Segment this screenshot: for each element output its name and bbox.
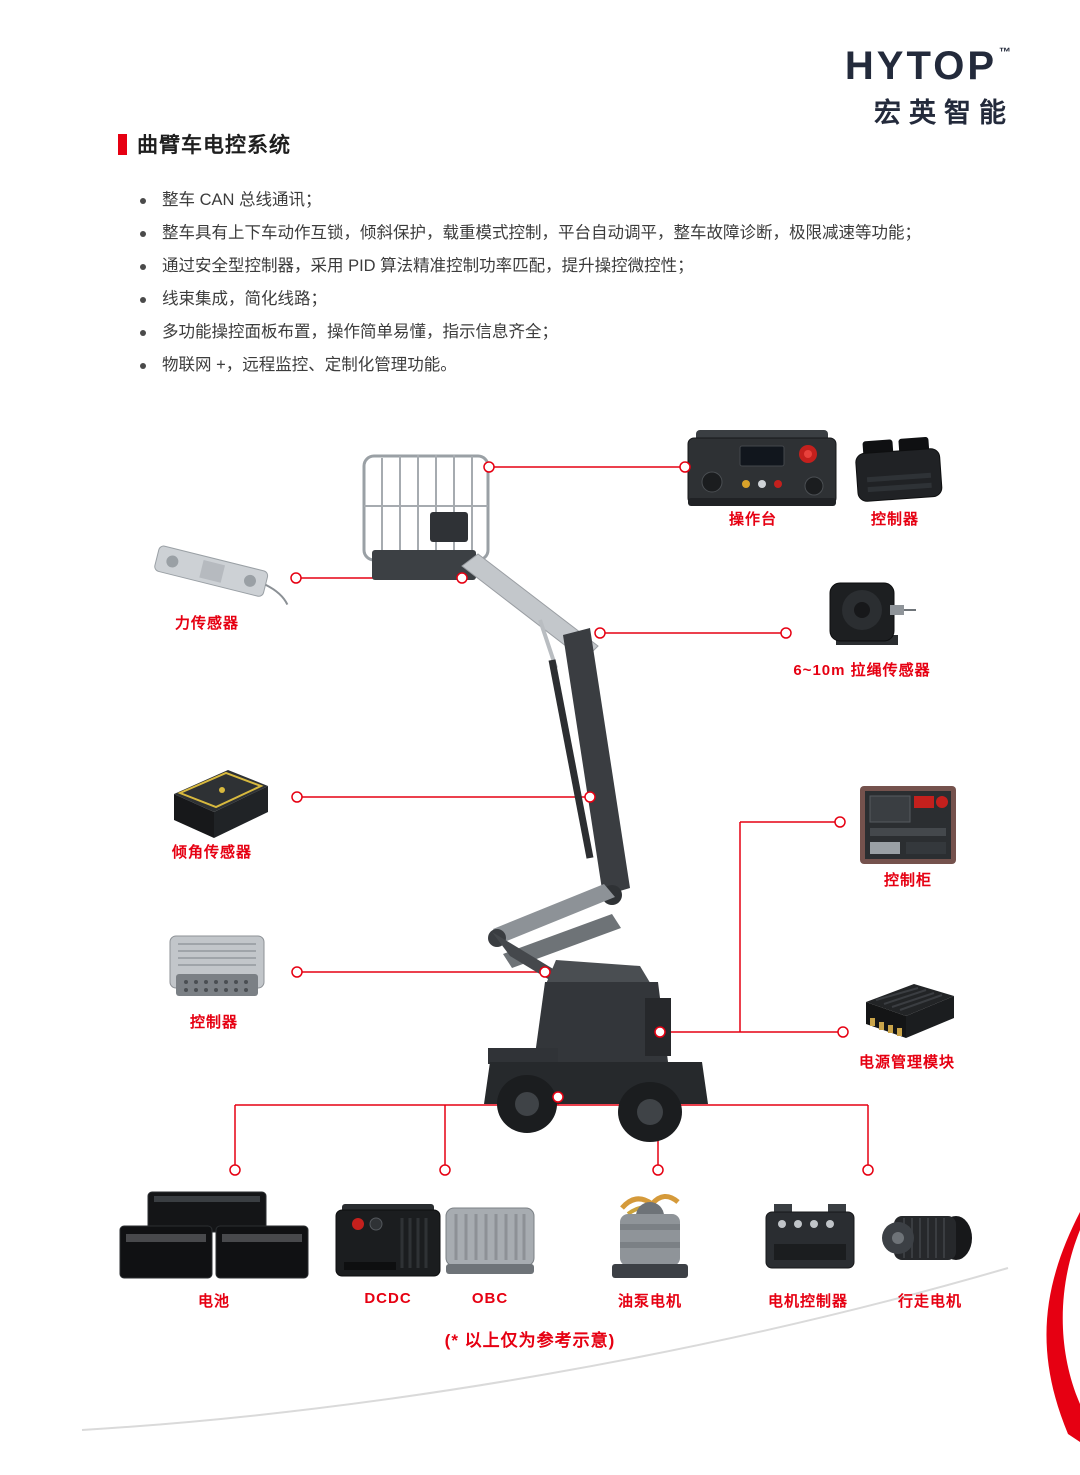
obc-label: OBC (471, 1290, 509, 1307)
bullet-text: 整车 CAN 总线通讯； (162, 191, 322, 209)
controller-left-image (169, 935, 265, 996)
bullet-item: 线束集成，简化线路； (140, 289, 1030, 310)
battery-image (119, 1191, 309, 1279)
bullet-dot-icon (140, 363, 146, 369)
bullet-dot-icon (140, 264, 146, 270)
bullet-text: 线束集成，简化线路； (162, 290, 327, 308)
travel-motor-label: 行走电机 (897, 1293, 962, 1310)
control-cabinet-image (860, 786, 956, 864)
bullet-text: 多功能操控面板布置，操作简单易懂，指示信息齐全； (162, 323, 558, 341)
dcdc-image (335, 1204, 441, 1277)
pump-motor-image (612, 1194, 688, 1278)
console-label: 操作台 (728, 511, 777, 528)
battery-label: 电池 (197, 1293, 230, 1310)
bullet-dot-icon (140, 297, 146, 303)
bullet-item: 物联网 +，远程监控、定制化管理功能。 (140, 355, 1030, 376)
bullet-text: 通过安全型控制器，采用 PID 算法精准控制功率匹配，提升操控微控性； (162, 257, 694, 275)
bottom-curve-decoration (81, 1267, 1009, 1431)
force-sensor-label: 力传感器 (174, 615, 239, 632)
boom-lift-illustration (362, 454, 708, 1142)
power-module-image (866, 984, 954, 1038)
bullet-text: 物联网 +，远程监控、定制化管理功能。 (162, 356, 457, 374)
feature-bullet-list: 整车 CAN 总线通讯； 整车具有上下车动作互锁，倾斜保护，载重模式控制，平台自… (140, 190, 1030, 388)
bullet-dot-icon (140, 198, 146, 204)
bullet-item: 通过安全型控制器，采用 PID 算法精准控制功率匹配，提升操控微控性； (140, 256, 1030, 277)
red-swoosh-decoration (1046, 1212, 1080, 1442)
rope-sensor-image (829, 582, 916, 645)
dcdc-label: DCDC (364, 1290, 412, 1307)
bullet-item: 多功能操控面板布置，操作简单易懂，指示信息齐全； (140, 322, 1030, 343)
bullet-text: 整车具有上下车动作互锁，倾斜保护，载重模式控制，平台自动调平，整车故障诊断，极限… (162, 224, 921, 242)
title-accent-bar (118, 133, 127, 155)
controller-left-label: 控制器 (189, 1014, 238, 1031)
travel-motor-image (882, 1216, 972, 1260)
tilt-sensor-label: 倾角传感器 (171, 844, 252, 861)
controller-top-image (855, 437, 943, 502)
force-sensor-image (154, 545, 289, 606)
power-module-label: 电源管理模块 (858, 1054, 955, 1071)
console-image (687, 430, 837, 506)
tilt-sensor-image (174, 770, 268, 838)
bullet-dot-icon (140, 330, 146, 336)
motor-controller-image (765, 1204, 855, 1269)
control-cabinet-label: 控制柜 (883, 872, 932, 889)
section-title-row: 曲臂车电控系统 (118, 129, 291, 159)
controller-top-label: 控制器 (870, 511, 919, 528)
callout-nodes (229, 461, 874, 1176)
motor-controller-label: 电机控制器 (767, 1293, 848, 1310)
page-title: 曲臂车电控系统 (137, 134, 291, 157)
reference-footnote: (* 以上仅为参考示意) (444, 1331, 616, 1350)
bullet-dot-icon (140, 231, 146, 237)
bullet-item: 整车 CAN 总线通讯； (140, 190, 1030, 211)
rope-sensor-label: 6~10m 拉绳传感器 (793, 662, 931, 679)
pump-motor-label: 油泵电机 (617, 1293, 682, 1310)
brand-chinese-name: 宏英智能 (874, 98, 1014, 128)
trademark-symbol: ™ (999, 45, 1014, 59)
obc-image (445, 1207, 535, 1274)
bullet-item: 整车具有上下车动作互锁，倾斜保护，载重模式控制，平台自动调平，整车故障诊断，极限… (140, 223, 1030, 244)
